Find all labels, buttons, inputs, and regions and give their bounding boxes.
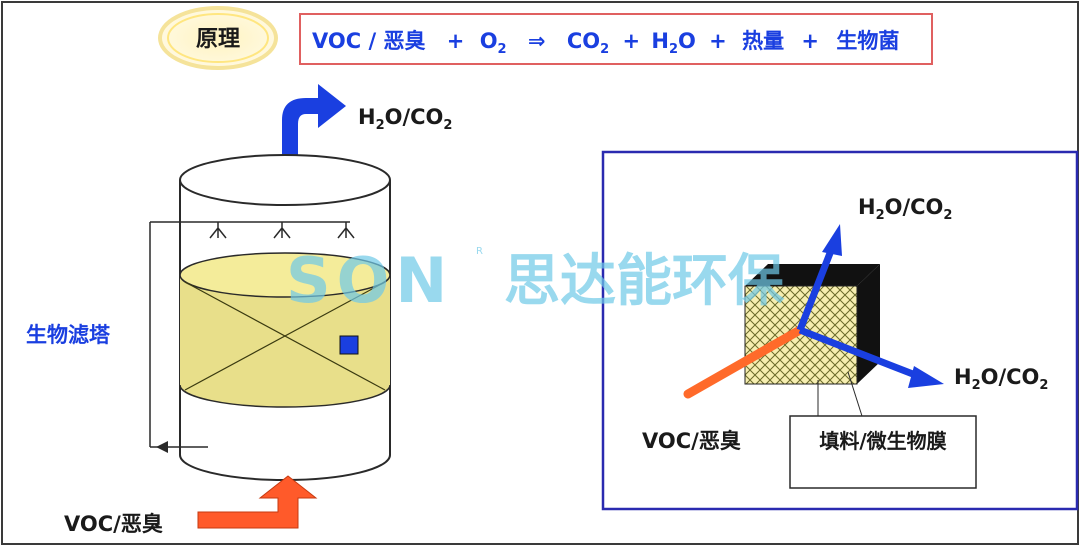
bio-filter-tower: H2O/CO2 VOC/恶臭 生物滤塔 [26, 84, 452, 536]
watermark-text: 思达能环保 [504, 249, 785, 314]
equation-box: VOC / 恶臭 + O2 ⇒ CO2 + H2O + 热量 + 生物菌 [299, 13, 933, 65]
principle-label: 原理 [196, 27, 240, 52]
tower-label: 生物滤塔 [26, 323, 111, 347]
principle-badge: 原理 [158, 6, 278, 70]
inlet-arrow-icon [197, 475, 318, 529]
media-label: 填料/微生物膜 [819, 429, 946, 453]
detail-panel: H2O/CO2 H2O/CO2 VOC/恶臭 填料/微生物膜 [601, 150, 1079, 511]
spray-nozzle-icon [209, 222, 355, 239]
detail-inlet-label: VOC/恶臭 [642, 429, 741, 453]
outlet-arrow-icon [282, 84, 346, 158]
detail-outlet-top-label: H2O/CO2 [858, 195, 952, 223]
equation-text: VOC / 恶臭 + O2 ⇒ CO2 + H2O + 热量 + 生物菌 [312, 29, 899, 58]
detail-inlet-beam-icon [683, 325, 805, 399]
recirculation-arrow-icon [156, 441, 168, 453]
watermark: SON R 思达能环保 [286, 244, 785, 317]
media-sample-marker [339, 335, 359, 355]
tower-outlet-label: H2O/CO2 [358, 105, 452, 133]
watermark-logo: SON [286, 244, 453, 317]
tower-inlet-label: VOC/恶臭 [64, 512, 163, 536]
media-block [744, 285, 858, 385]
detail-outlet-right-label: H2O/CO2 [954, 365, 1048, 393]
media-label-box [789, 415, 977, 489]
watermark-reg: R [476, 246, 483, 257]
detail-outlet-arrow-icon [796, 224, 944, 388]
